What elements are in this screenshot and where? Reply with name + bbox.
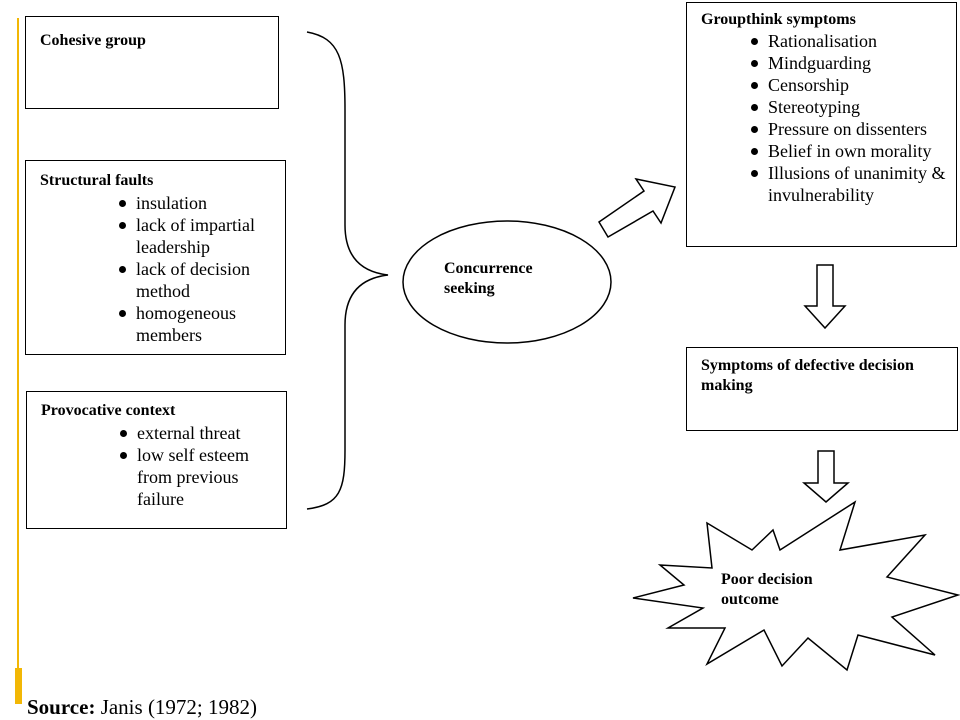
list-item: Mindguarding: [748, 52, 953, 74]
accent-line: [17, 18, 19, 688]
defective-decision-box: Symptoms of defective decision making: [686, 347, 958, 431]
list-item: Pressure on dissenters: [748, 118, 953, 140]
structural-faults-title: Structural faults: [40, 172, 154, 189]
defective-decision-title: Symptoms of defective decision making: [701, 357, 914, 394]
cohesive-group-title: Cohesive group: [40, 32, 146, 49]
groupthink-symptoms-list: Rationalisation Mindguarding Censorship …: [748, 30, 953, 206]
groupthink-symptoms-title: Groupthink symptoms: [701, 11, 856, 28]
structural-faults-list: insulation lack of impartial leadership …: [116, 192, 276, 346]
poor-outcome-line2: outcome: [721, 591, 779, 608]
concurrence-label-line2: seeking: [444, 280, 495, 297]
provocative-context-title: Provocative context: [41, 402, 176, 419]
poor-outcome-burst: [632, 500, 960, 672]
source-label: Source:: [27, 695, 96, 719]
cohesive-group-box: Cohesive group: [25, 16, 279, 109]
list-item: insulation: [116, 192, 276, 214]
diagonal-arrow: [597, 177, 677, 239]
structural-faults-box: Structural faults insulation lack of imp…: [25, 160, 286, 355]
list-item: lack of decision method: [116, 258, 276, 302]
list-item: Illusions of unanimity & invulnerability: [748, 162, 953, 206]
list-item: homogeneous members: [116, 302, 276, 346]
list-item: Belief in own morality: [748, 140, 953, 162]
down-arrow-1: [803, 264, 847, 330]
concurrence-seeking-label: Concurrence seeking: [444, 259, 584, 299]
concurrence-label-line1: Concurrence: [444, 260, 533, 277]
groupthink-symptoms-box: Groupthink symptoms Rationalisation Mind…: [686, 2, 957, 247]
provocative-context-box: Provocative context external threat low …: [26, 391, 287, 529]
list-item: lack of impartial leadership: [116, 214, 276, 258]
list-item: Rationalisation: [748, 30, 953, 52]
poor-outcome-label: Poor decision outcome: [721, 570, 861, 610]
list-item: Censorship: [748, 74, 953, 96]
source-citation: Source: Janis (1972; 1982): [27, 694, 257, 720]
concurrence-ellipse: [402, 220, 612, 344]
grouping-brace: [306, 31, 389, 510]
accent-block: [15, 668, 22, 704]
source-text: Janis (1972; 1982): [95, 695, 258, 719]
poor-outcome-line1: Poor decision: [721, 571, 813, 588]
provocative-context-list: external threat low self esteem from pre…: [117, 422, 277, 510]
list-item: Stereotyping: [748, 96, 953, 118]
list-item: external threat: [117, 422, 277, 444]
list-item: low self esteem from previous failure: [117, 444, 277, 510]
down-arrow-2: [801, 450, 851, 503]
